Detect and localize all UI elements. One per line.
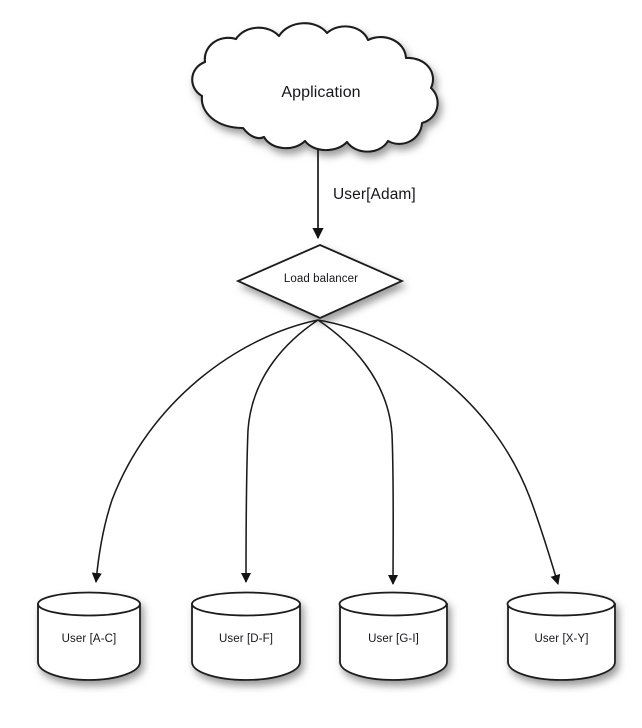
cylinder-shape-db-1[interactable]	[191, 591, 301, 681]
edge-loadbalancer-to-db-0[interactable]	[91, 319, 319, 584]
cylinder-label-db-3: User [X-Y]	[534, 633, 589, 645]
cylinder-shape-db-3[interactable]	[506, 591, 616, 681]
diamond-shape-load-balancer[interactable]	[235, 244, 405, 319]
edge-loadbalancer-to-db-1[interactable]	[240, 319, 319, 584]
edge-label-user-adam: User[Adam]	[333, 186, 416, 203]
cylinder-label-db-1: User [D-F]	[218, 633, 274, 645]
cylinder-shape-db-2[interactable]	[338, 591, 448, 681]
edge-loadbalancer-to-db-3[interactable]	[317, 319, 561, 585]
cylinder-label-db-2: User [G-I]	[368, 633, 419, 645]
cylinder-shape-db-0[interactable]	[37, 591, 141, 681]
cylinder-label-db-0: User [A-C]	[61, 633, 117, 645]
cloud-shape-application[interactable]	[191, 22, 439, 153]
edge-loadbalancer-to-db-2[interactable]	[317, 319, 399, 586]
